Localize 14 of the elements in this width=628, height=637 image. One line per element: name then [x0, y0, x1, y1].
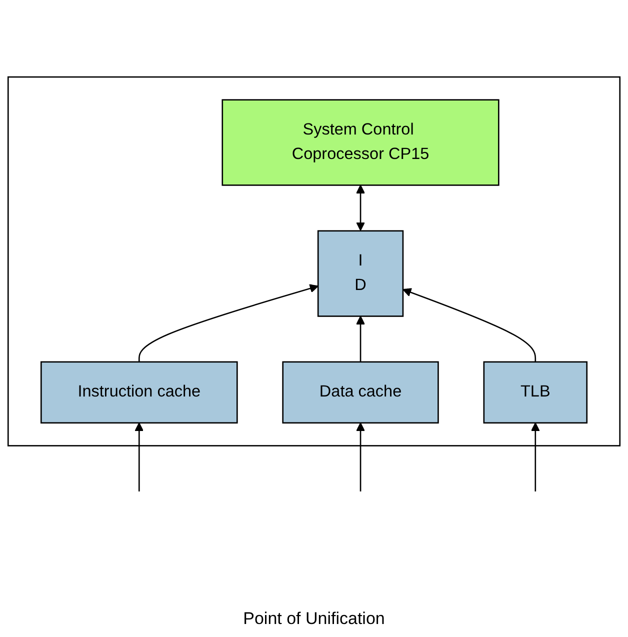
node-box [317, 230, 404, 317]
arrow [402, 288, 536, 362]
node-box [40, 361, 238, 424]
cluster [7, 76, 621, 446]
node-box [282, 361, 439, 424]
arrow [356, 316, 365, 362]
arrow [134, 422, 144, 492]
arrow [356, 422, 365, 492]
arrow [138, 284, 318, 362]
bracket-label: Point of Unification [243, 609, 385, 629]
arrow [530, 422, 540, 492]
node-box [483, 361, 588, 424]
arrow [356, 184, 365, 231]
node-box [222, 99, 500, 186]
